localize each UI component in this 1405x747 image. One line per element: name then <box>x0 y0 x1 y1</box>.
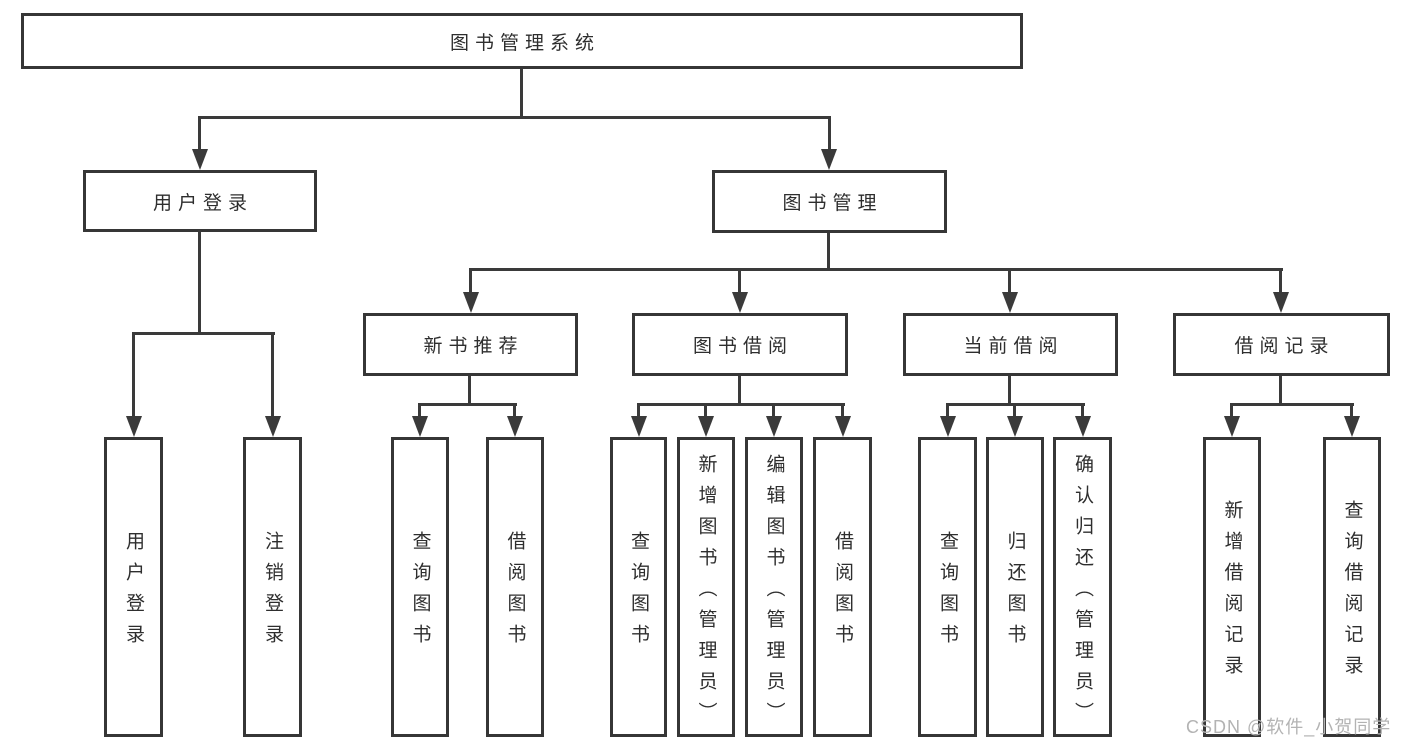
connector-line <box>198 116 831 119</box>
connector-line <box>1279 268 1282 295</box>
connector-line <box>946 403 949 419</box>
leaf-borrow-edit-admin: 编辑图书（管理员） <box>745 437 803 737</box>
arrow-down-icon <box>732 292 748 313</box>
connector-line <box>1350 403 1353 419</box>
connector-line <box>198 230 201 335</box>
leaf-newbook-query-label: 查询图书 <box>409 531 431 655</box>
connector-line <box>738 376 741 406</box>
arrow-down-icon <box>631 416 647 437</box>
connector-line <box>469 268 472 295</box>
node-user-login: 用户登录 <box>83 170 317 232</box>
leaf-current-return: 归还图书 <box>986 437 1044 737</box>
connector-line <box>132 332 275 335</box>
connector-line <box>827 233 830 271</box>
connector-line <box>772 403 775 419</box>
node-current-borrow-label: 当前借阅 <box>963 336 1064 357</box>
connector-line <box>1230 403 1354 406</box>
connector-line <box>1279 376 1282 406</box>
arrow-down-icon <box>821 149 837 170</box>
arrow-down-icon <box>507 416 523 437</box>
arrow-down-icon <box>835 416 851 437</box>
leaf-user-login: 用户登录 <box>104 437 163 737</box>
arrow-down-icon <box>766 416 782 437</box>
node-borrow-records-label: 借阅记录 <box>1234 336 1335 357</box>
arrow-down-icon <box>192 149 208 170</box>
node-book-borrow-label: 图书借阅 <box>692 336 793 357</box>
connector-line <box>704 403 707 419</box>
leaf-borrow-query: 查询图书 <box>610 437 667 737</box>
leaf-logout-label: 注销登录 <box>262 531 283 655</box>
leaf-borrow-borrow-label: 借阅图书 <box>832 531 853 655</box>
leaf-borrow-add-admin: 新增图书（管理员） <box>677 437 735 737</box>
connector-line <box>738 268 741 295</box>
leaf-logout: 注销登录 <box>243 437 302 737</box>
leaf-borrow-edit-admin-label: 编辑图书（管理员） <box>763 453 785 733</box>
connector-line <box>520 69 523 119</box>
leaf-current-return-label: 归还图书 <box>1004 531 1026 655</box>
node-book-borrow: 图书借阅 <box>632 313 848 376</box>
arrow-down-icon <box>412 416 428 437</box>
arrow-down-icon <box>940 416 956 437</box>
connector-line <box>418 403 421 419</box>
leaf-user-login-label: 用户登录 <box>123 531 144 655</box>
connector-line <box>468 376 471 406</box>
connector-line <box>513 403 516 419</box>
arrow-down-icon <box>1075 416 1091 437</box>
arrow-down-icon <box>1273 292 1289 313</box>
connector-line <box>198 116 201 151</box>
arrow-down-icon <box>698 416 714 437</box>
connector-line <box>1008 268 1011 295</box>
watermark: CSDN @软件_小贺同学 <box>1186 717 1392 737</box>
node-book-management-label: 图书管理 <box>782 193 883 214</box>
arrow-down-icon <box>1007 416 1023 437</box>
node-root: 图书管理系统 <box>21 13 1023 69</box>
connector-line <box>418 403 517 406</box>
leaf-borrow-query-label: 查询图书 <box>628 531 649 655</box>
connector-line <box>828 116 831 151</box>
node-book-management: 图书管理 <box>712 170 947 233</box>
leaf-current-query: 查询图书 <box>918 437 977 737</box>
arrow-down-icon <box>1224 416 1240 437</box>
connector-line <box>1230 403 1233 419</box>
arrow-down-icon <box>265 416 281 437</box>
leaf-borrow-add-admin-label: 新增图书（管理员） <box>695 453 717 733</box>
node-current-borrow: 当前借阅 <box>903 313 1118 376</box>
connector-line <box>637 403 845 406</box>
arrow-down-icon <box>126 416 142 437</box>
arrow-down-icon <box>1344 416 1360 437</box>
connector-line <box>1081 403 1084 419</box>
arrow-down-icon <box>1002 292 1018 313</box>
leaf-current-confirm-admin: 确认归还（管理员） <box>1053 437 1112 737</box>
leaf-borrow-borrow: 借阅图书 <box>813 437 872 737</box>
leaf-records-query-label: 查询借阅记录 <box>1341 500 1363 686</box>
leaf-newbook-borrow-label: 借阅图书 <box>504 531 526 655</box>
connector-line <box>1008 376 1011 406</box>
node-new-book-recommend: 新书推荐 <box>363 313 578 376</box>
connector-line <box>271 332 274 417</box>
leaf-records-add-label: 新增借阅记录 <box>1221 500 1243 686</box>
leaf-newbook-query: 查询图书 <box>391 437 449 737</box>
connector-line <box>1013 403 1016 419</box>
node-user-login-label: 用户登录 <box>152 192 253 214</box>
leaf-current-confirm-admin-label: 确认归还（管理员） <box>1072 453 1093 733</box>
connector-line <box>469 268 1283 271</box>
leaf-records-add: 新增借阅记录 <box>1203 437 1261 737</box>
leaf-current-query-label: 查询图书 <box>937 531 958 655</box>
node-root-label: 图书管理系统 <box>449 32 600 54</box>
leaf-newbook-borrow: 借阅图书 <box>486 437 544 737</box>
leaf-records-query: 查询借阅记录 <box>1323 437 1381 737</box>
node-new-book-recommend-label: 新书推荐 <box>423 336 524 357</box>
connector-line <box>132 332 135 417</box>
node-borrow-records: 借阅记录 <box>1173 313 1390 376</box>
connector-line <box>637 403 640 419</box>
arrow-down-icon <box>463 292 479 313</box>
connector-line <box>841 403 844 419</box>
